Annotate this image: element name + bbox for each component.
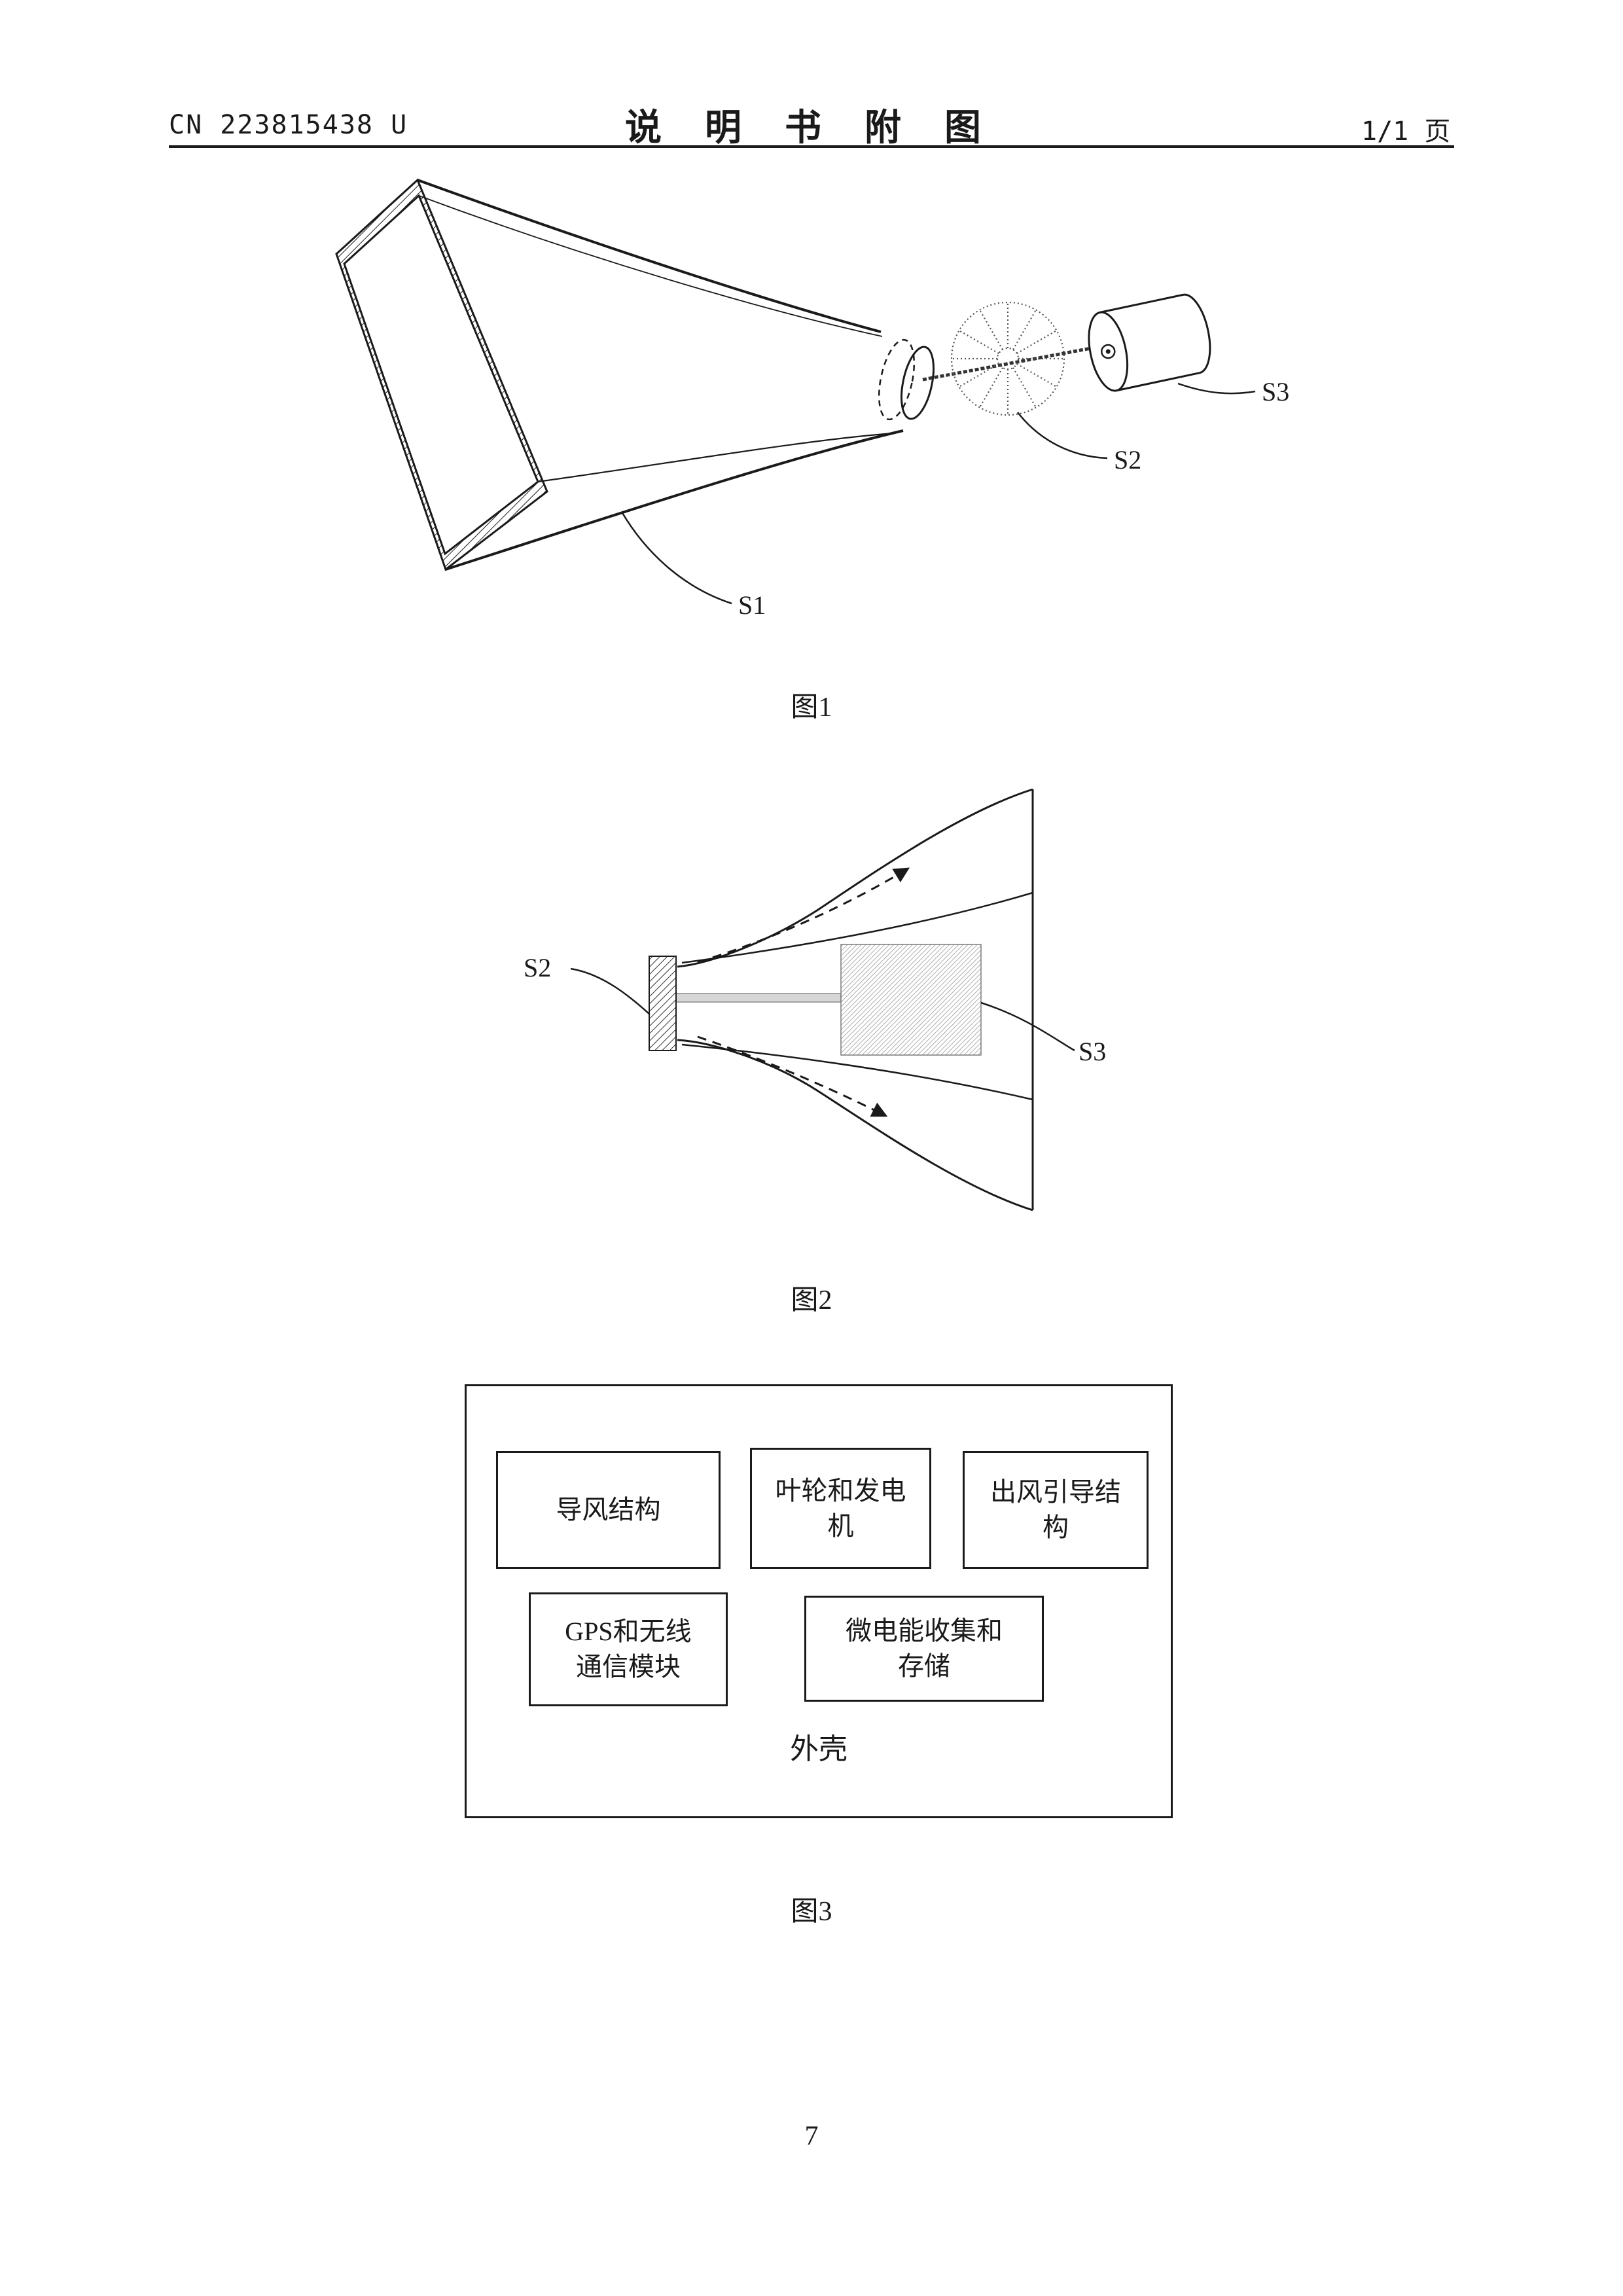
leader-lines xyxy=(620,382,1256,605)
figure1-caption: 图1 xyxy=(791,692,832,723)
generator-block xyxy=(840,944,982,1056)
impeller-strip xyxy=(649,956,677,1051)
block-outlet-guide: 出风引导结 构 xyxy=(963,1451,1149,1569)
duct-outline xyxy=(677,788,1034,1211)
housing-label: 外壳 xyxy=(790,1733,847,1765)
airflow-arrows xyxy=(697,867,910,1117)
page-indicator: 1/1 页 xyxy=(1361,117,1451,147)
label-s3: S3 xyxy=(1262,377,1289,406)
block-wind-guide: 导风结构 xyxy=(496,1451,721,1569)
label-s2: S2 xyxy=(1114,445,1141,475)
horn-inlet-rim xyxy=(335,178,548,571)
block-gps-wireless: GPS和无线 通信模块 xyxy=(529,1592,728,1706)
generator-cylinder xyxy=(1088,293,1211,392)
horn-body xyxy=(417,179,904,571)
page-title: 说 明 书 附 图 xyxy=(625,108,998,149)
shaft xyxy=(922,345,1099,382)
figure3-caption: 图3 xyxy=(791,1897,832,1927)
label-s3: S3 xyxy=(1079,1037,1106,1066)
leader-lines xyxy=(570,967,1075,1052)
figure2-caption: 图2 xyxy=(791,1285,832,1316)
label-s1: S1 xyxy=(738,590,766,620)
figure2-drawing: S2 S3 xyxy=(524,788,1106,1211)
impeller-wheel-icon xyxy=(950,301,1065,416)
header-divider xyxy=(169,145,1454,148)
document-number: CN 223815438 U xyxy=(169,110,408,140)
block-impeller-generator: 叶轮和发电 机 xyxy=(750,1448,931,1569)
shaft xyxy=(675,993,842,1003)
block-energy-storage: 微电能收集和 存储 xyxy=(804,1596,1044,1702)
figure3-housing-box: 导风结构 叶轮和发电 机 出风引导结 构 GPS和无线 通信模块 微电能收集和 … xyxy=(465,1384,1173,1818)
page-number: 7 xyxy=(804,2121,819,2151)
label-s2: S2 xyxy=(524,953,551,982)
figure1-drawing: S1 S2 S3 xyxy=(335,178,1289,620)
